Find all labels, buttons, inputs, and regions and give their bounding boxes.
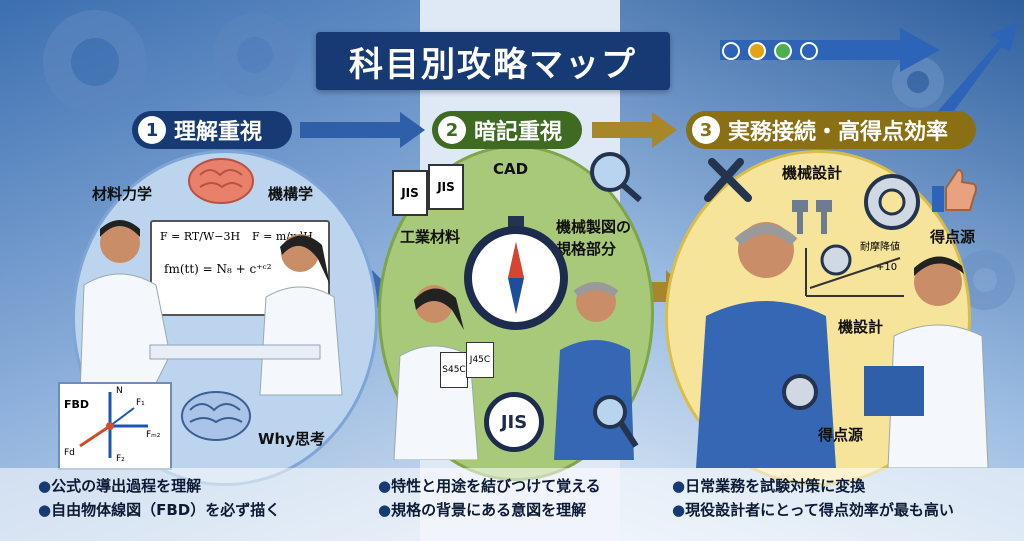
label-standards-part: 規格部分 [556, 240, 617, 258]
step3-label: 実務接続・高得点効率 [728, 120, 949, 145]
fbd-diagram: FBD N F₁ Fₘ₂ Fd F₂ [58, 382, 172, 470]
label-machine-design: 機械設計 [782, 164, 843, 182]
fbd-fm: Fₘ₂ [146, 430, 161, 440]
section2-bullet-2: 規格の背景にある意図を理解 [378, 498, 601, 522]
dot-icon [748, 42, 766, 60]
gear-icon [213, 13, 297, 97]
bearing-icon [782, 374, 818, 410]
label-material-mechanics: 材料力学 [92, 185, 153, 203]
step1-banner: 1 理解重視 [132, 111, 292, 149]
arrow-icon [720, 28, 940, 72]
jis-document-2: JIS [428, 164, 464, 210]
people-illustration-section1 [79, 220, 343, 396]
chart-label-wear: 耐摩降値 [860, 242, 900, 253]
jis-document-1: JIS [392, 170, 428, 216]
bearing-icon [864, 174, 920, 230]
material-card-s45c: S45C [440, 352, 468, 388]
section1-bullet-2: 自由物体線図（FBD）を必ず描く [38, 498, 280, 522]
bolt-icon [792, 200, 832, 234]
fbd-arrows [79, 392, 148, 458]
dot-icon [800, 42, 818, 60]
label-cad: CAD [493, 160, 529, 178]
section2-bullets: 特性と用途を結びつけて覚える 規格の背景にある意図を理解 [378, 474, 601, 522]
step1-number: 1 [138, 116, 166, 144]
people-illustration-section3 [696, 222, 989, 468]
label-mechanical-drawing: 機械製図の [556, 218, 632, 236]
fbd-fd: Fd [64, 448, 75, 458]
magnifier-icon [590, 152, 642, 203]
mini-chart [805, 244, 904, 297]
brain-outline-icon [181, 391, 251, 441]
flow-arrow-icon [300, 112, 425, 148]
step2-banner: 2 暗記重視 [432, 111, 582, 149]
page-title: 科目別攻略マップ [316, 32, 670, 90]
formula-3: fm(tt) = N₈ + c⁺ᶜ² [164, 262, 272, 276]
fbd-f1: F₁ [136, 398, 145, 408]
section2-bullet-1: 特性と用途を結びつけて覚える [378, 474, 601, 498]
wrench-icon [704, 158, 752, 202]
formula-1: F = RT/W−3H [160, 230, 241, 243]
compass-icon [464, 216, 568, 330]
section3-bullets: 日常業務を試験対策に変換 現役設計者にとって得点効率が最も高い [672, 474, 954, 522]
magnifier-icon [593, 395, 639, 448]
section1-bullets: 公式の導出過程を理解 自由物体線図（FBD）を必ず描く [38, 474, 280, 522]
label-score-source-bottom: 得点源 [818, 426, 864, 444]
fbd-title: FBD [64, 398, 90, 411]
brain-icon [188, 158, 254, 204]
jis-badge: JIS [484, 392, 544, 452]
label-mechanism: 機構学 [268, 185, 314, 203]
dot-icon [722, 42, 740, 60]
dot-icon [774, 42, 792, 60]
step3-number: 3 [692, 116, 720, 144]
material-card-j45c: J45C [466, 342, 494, 378]
gear-icon [43, 10, 147, 114]
progress-dots [722, 42, 818, 60]
fbd-n: N [116, 386, 123, 396]
section1-bullet-1: 公式の導出過程を理解 [38, 474, 280, 498]
label-why-thinking: Why思考 [258, 430, 326, 448]
flow-arrow-icon [592, 112, 677, 148]
chart-label-plus10: +10 [876, 262, 898, 273]
thumbs-up-icon [932, 168, 977, 212]
step3-banner: 3 実務接続・高得点効率 [686, 111, 976, 149]
section3-bullet-2: 現役設計者にとって得点効率が最も高い [672, 498, 954, 522]
step1-label: 理解重視 [174, 120, 263, 145]
arrow-icon [930, 22, 1018, 130]
step2-label: 暗記重視 [474, 120, 563, 145]
fbd-fz: F₂ [116, 454, 125, 464]
label-score-source-top: 得点源 [930, 228, 976, 246]
step2-number: 2 [438, 116, 466, 144]
section3-bullet-1: 日常業務を試験対策に変換 [672, 474, 954, 498]
label-design: 機設計 [838, 318, 884, 336]
label-industrial-materials: 工業材料 [400, 228, 461, 246]
gear-icon [820, 244, 852, 276]
